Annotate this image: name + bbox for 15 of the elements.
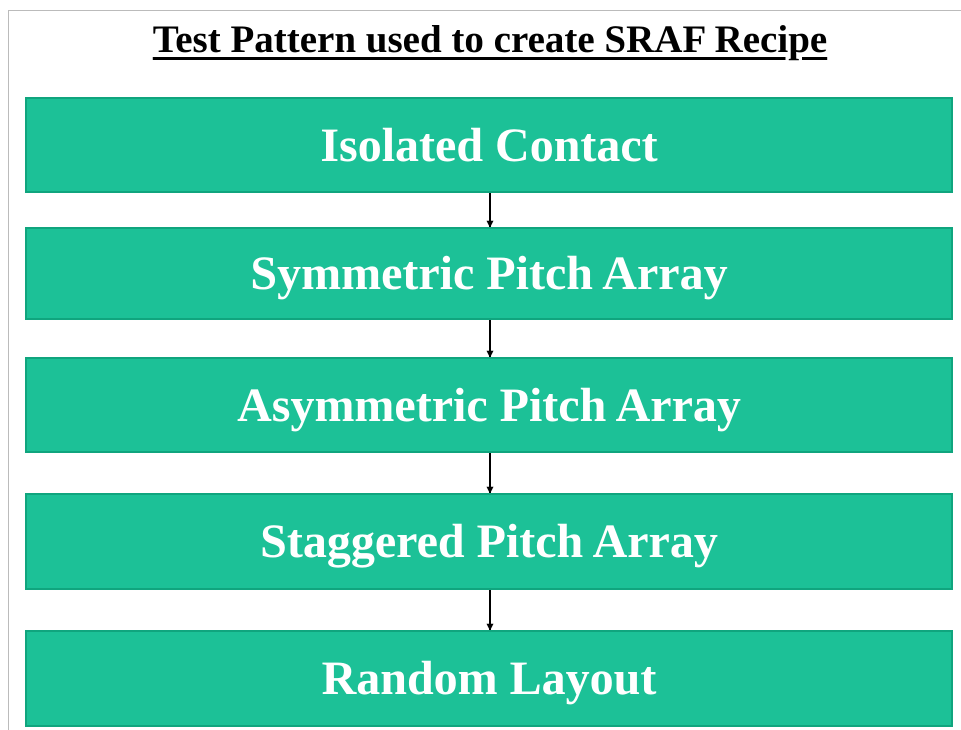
box-label: Staggered Pitch Array — [260, 514, 718, 569]
arrow — [486, 320, 494, 358]
process-box — [25, 227, 953, 320]
arrow — [486, 453, 494, 494]
arrow — [486, 193, 494, 228]
title: Test Pattern used to create SRAF Recipe — [152, 18, 828, 61]
process-box — [25, 493, 953, 590]
process-box — [25, 630, 953, 727]
arrow — [486, 590, 494, 631]
process-box — [25, 357, 953, 453]
box-label: Symmetric Pitch Array — [250, 246, 728, 301]
box-label: Asymmetric Pitch Array — [237, 378, 741, 432]
box-label: Isolated Contact — [320, 118, 658, 172]
box-label: Random Layout — [322, 651, 656, 706]
process-box — [25, 97, 953, 193]
